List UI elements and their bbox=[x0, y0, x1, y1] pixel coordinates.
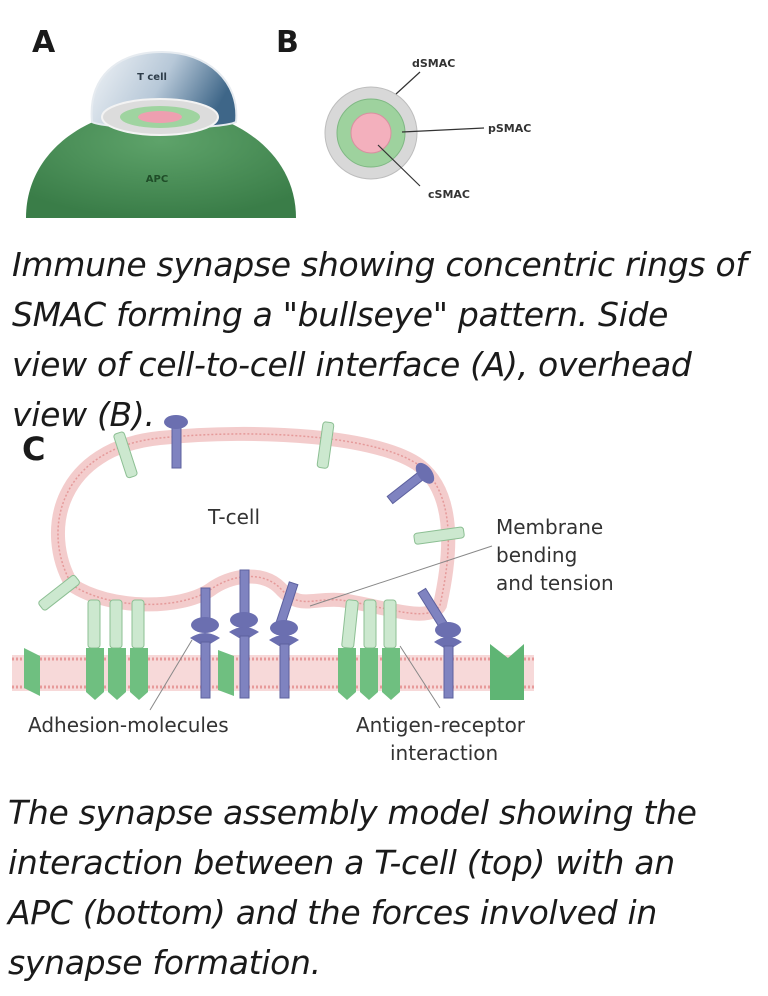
receptor-pair-right bbox=[417, 587, 462, 699]
caption-bottom: The synapse assembly model showing the i… bbox=[8, 793, 697, 982]
apc-label: APC bbox=[146, 174, 168, 185]
membrane-pointer bbox=[309, 545, 493, 607]
membrane-label-line-2: bending bbox=[496, 543, 577, 567]
apc-cell bbox=[26, 108, 296, 218]
tcell-receptor-top bbox=[164, 415, 188, 469]
csmac-label: cSMAC bbox=[428, 188, 470, 201]
antigen-label-line-2: interaction bbox=[390, 741, 498, 765]
psmac-pointer bbox=[401, 127, 485, 133]
synapse-csmac-center bbox=[138, 111, 182, 123]
membrane-label-line-3: and tension bbox=[496, 571, 614, 595]
caption-top: Immune synapse showing concentric rings … bbox=[12, 245, 747, 434]
receptor-cluster-center bbox=[190, 569, 299, 699]
panel-c-figure: C bbox=[12, 415, 614, 765]
panel-ab-figure: A T cell APC B dSMAC pSMAC cSMAC bbox=[26, 25, 531, 218]
membrane-molecule-1 bbox=[113, 431, 138, 479]
tcell-membrane bbox=[51, 426, 456, 621]
adhesion-cluster-left bbox=[24, 599, 234, 700]
panel-c-letter: C bbox=[22, 430, 45, 468]
csmac-pointer bbox=[377, 144, 421, 187]
dsmac-pointer bbox=[395, 71, 421, 95]
antigen-pointer bbox=[399, 645, 441, 709]
adhesion-label: Adhesion-molecules bbox=[28, 713, 229, 737]
tcell-receptor-right bbox=[386, 462, 435, 505]
membrane-molecule-2 bbox=[316, 421, 335, 469]
tcell-label-c: T-cell bbox=[207, 505, 260, 529]
panel-a: A T cell APC bbox=[26, 25, 296, 218]
antigen-label-line-1: Antigen-receptor bbox=[356, 713, 526, 737]
psmac-label: pSMAC bbox=[488, 122, 531, 135]
membrane-label-line-1: Membrane bbox=[496, 515, 603, 539]
panel-b-letter: B bbox=[276, 25, 299, 60]
panel-a-letter: A bbox=[32, 25, 56, 60]
dsmac-label: dSMAC bbox=[412, 57, 455, 70]
panel-b: B dSMAC pSMAC cSMAC bbox=[276, 25, 531, 201]
membrane-molecule-3 bbox=[413, 526, 465, 545]
adhesion-pointer bbox=[149, 639, 193, 711]
csmac-center bbox=[350, 112, 392, 154]
adhesion-molecule-far-right bbox=[490, 644, 524, 700]
tcell-label: T cell bbox=[137, 72, 167, 83]
adhesion-cluster-right bbox=[338, 599, 400, 700]
membrane-molecule-4 bbox=[38, 574, 80, 611]
